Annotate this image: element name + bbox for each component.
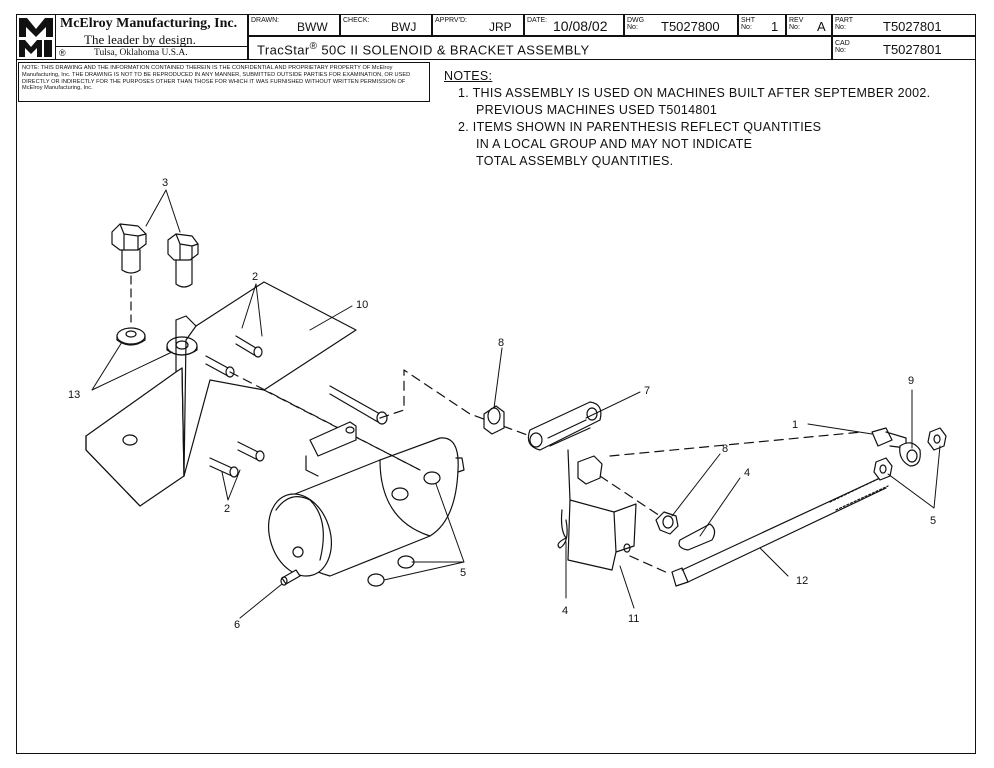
- cad-value: T5027801: [883, 42, 942, 57]
- hex-bolt-item-3: [111, 223, 199, 288]
- company-location: Tulsa, Oklahoma U.S.A.: [94, 48, 188, 58]
- date-value: 10/08/02: [553, 18, 608, 34]
- hardware-item-1-9-5: [871, 427, 947, 481]
- logo-box: [16, 14, 56, 60]
- note-line: 1. THIS ASSEMBLY IS USED ON MACHINES BUI…: [458, 86, 931, 100]
- callout-5: 5: [930, 515, 936, 527]
- part-cell: PART No: T5027801: [832, 14, 976, 36]
- apprvd-cell: APPRV'D: JRP: [432, 14, 524, 36]
- registered-mark: ®: [59, 48, 66, 58]
- note-line: TOTAL ASSEMBLY QUANTITIES.: [476, 154, 674, 168]
- callout-labels: 3 2 2 13 10 8 7 8 4 4 11 12 5 6 1 9 5: [68, 177, 936, 631]
- callout-1: 1: [792, 419, 798, 431]
- note-line: 2. ITEMS SHOWN IN PARENTHESIS REFLECT QU…: [458, 120, 822, 134]
- check-cell: CHECK: BWJ: [340, 14, 432, 36]
- sht-label: SHT No:: [741, 17, 755, 31]
- callout-7: 7: [644, 385, 650, 397]
- title-registered: ®: [309, 41, 318, 52]
- cad-cell: CAD No: T5027801: [832, 36, 976, 60]
- cad-label: CAD No:: [835, 40, 850, 54]
- solenoid-body: [268, 421, 465, 587]
- sht-value: 1: [771, 19, 779, 34]
- title-product: TracStar: [257, 42, 310, 58]
- callout-2: 2: [252, 271, 258, 283]
- mmi-logo: [17, 15, 55, 59]
- callout-3: 3: [162, 177, 168, 189]
- rev-label: REV No:: [789, 17, 804, 31]
- washer-item-13: [116, 327, 198, 356]
- company-tagline: The leader by design.: [84, 32, 196, 47]
- part-label: PART No:: [835, 17, 853, 31]
- proprietary-notice: NOTE: THIS DRAWING AND THE INFORMATION C…: [18, 62, 430, 102]
- check-label: CHECK:: [343, 17, 370, 24]
- apprvd-value: JRP: [489, 20, 512, 34]
- note-line: IN A LOCAL GROUP AND MAY NOT INDICATE: [476, 137, 753, 151]
- callout-4: 4: [744, 467, 750, 479]
- title-description: 50C II SOLENOID & BRACKET ASSEMBLY: [317, 42, 590, 58]
- drawn-label: DRAWN:: [251, 17, 280, 24]
- drawing-title: TracStar® 50C II SOLENOID & BRACKET ASSE…: [257, 41, 590, 57]
- solenoid-terminal-item-6: [280, 569, 301, 586]
- sht-cell: SHT No: 1: [738, 14, 786, 36]
- part-value: T5027801: [883, 19, 942, 34]
- callout-2: 2: [224, 503, 230, 515]
- stud-item-2: [205, 335, 388, 478]
- apprvd-label: APPRV'D:: [435, 17, 467, 24]
- title-cell: TracStar® 50C II SOLENOID & BRACKET ASSE…: [248, 36, 832, 60]
- bracket-item-10: [85, 281, 357, 507]
- callout-6: 6: [234, 619, 240, 631]
- company-block: McElroy Manufacturing, Inc. The leader b…: [55, 14, 248, 60]
- rev-value: A: [817, 19, 826, 34]
- company-name: McElroy Manufacturing, Inc.: [60, 16, 238, 31]
- bracket-item-11: [567, 449, 637, 571]
- date-cell: DATE: 10/08/02: [524, 14, 624, 36]
- dwg-cell: DWG No: T5027800: [624, 14, 738, 36]
- notes-block: NOTES: 1. THIS ASSEMBLY IS USED ON MACHI…: [444, 68, 930, 170]
- check-value: BWJ: [391, 20, 417, 34]
- drawn-value: BWW: [297, 20, 328, 34]
- callout-8: 8: [498, 337, 504, 349]
- callout-13: 13: [68, 389, 80, 401]
- callout-12: 12: [796, 575, 808, 587]
- linkage-item-7: [527, 401, 602, 451]
- dwg-label: DWG No:: [627, 17, 645, 31]
- rev-cell: REV No: A: [786, 14, 832, 36]
- hair-pin-item-4: [557, 509, 716, 551]
- callout-11: 11: [628, 613, 639, 625]
- drawn-cell: DRAWN: BWW: [248, 14, 340, 36]
- callout-5: 5: [460, 567, 466, 579]
- callout-9: 9: [908, 375, 914, 387]
- callout-4: 4: [562, 605, 568, 617]
- note-line: PREVIOUS MACHINES USED T5014801: [476, 103, 718, 117]
- callout-10: 10: [356, 299, 368, 311]
- callout-leaders: [91, 189, 941, 619]
- dwg-value: T5027800: [661, 19, 720, 34]
- bushing-item-8: [483, 405, 679, 535]
- date-label: DATE:: [527, 17, 548, 24]
- callout-8: 8: [722, 443, 728, 455]
- threaded-rod-item-12: [671, 475, 889, 587]
- notes-heading: NOTES:: [444, 69, 493, 83]
